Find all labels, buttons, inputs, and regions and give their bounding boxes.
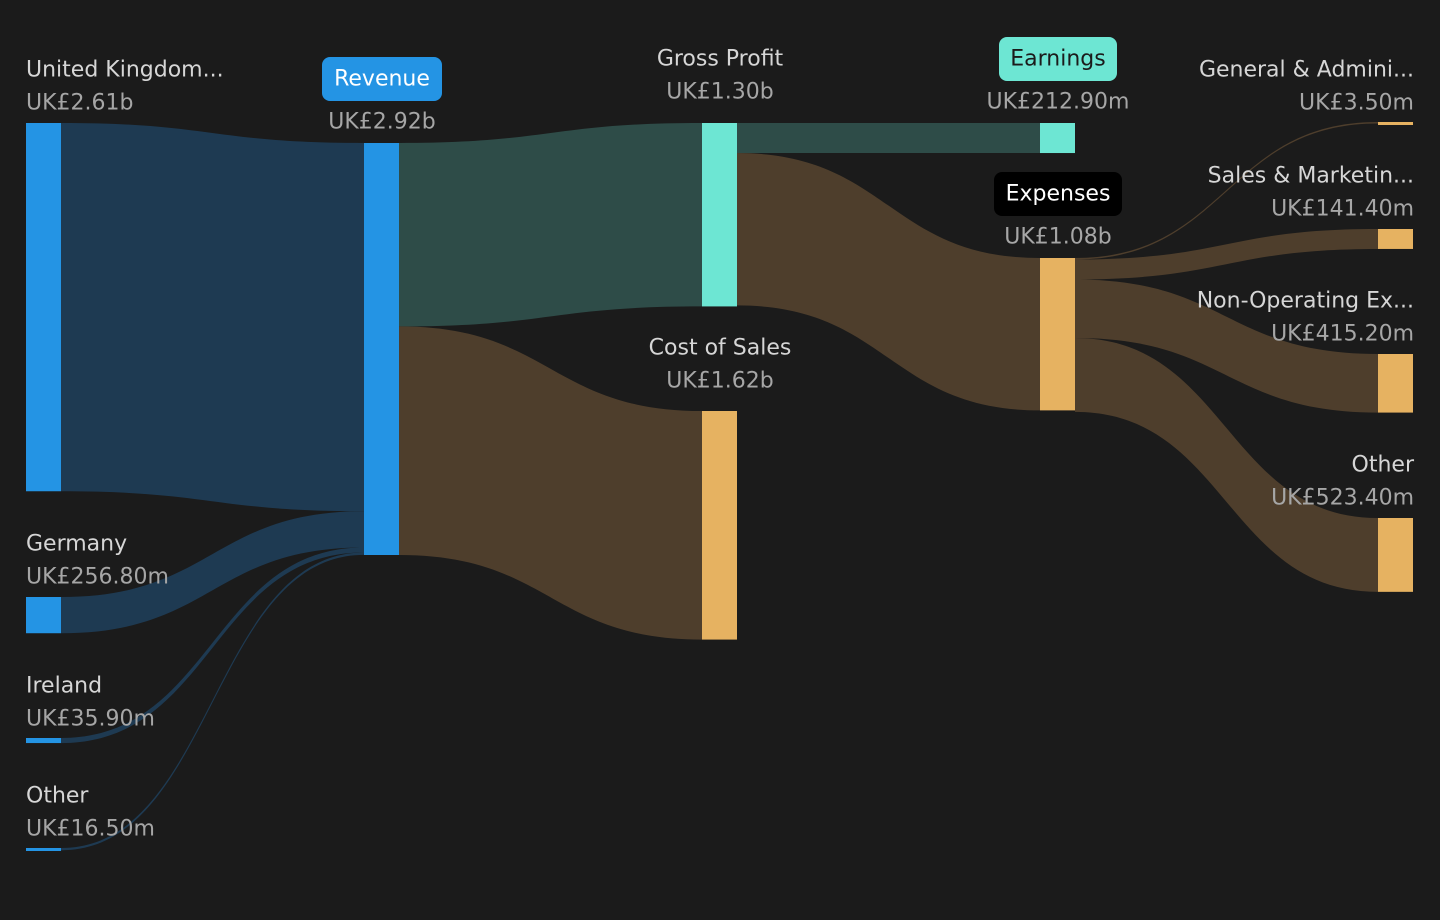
node-name-earnings: Earnings [1010,47,1105,72]
flow-link-expenses-to-sm [1075,229,1378,280]
node-value-revenue: UK£2.92b [328,110,435,135]
label-group-ga: General & Admini... UK£3.50m [1199,58,1414,116]
node-value-nonop: UK£415.20m [1271,322,1414,347]
node-value-earnings: UK£212.90m [987,90,1130,115]
flow-link-revenue-to-gross_profit [399,123,702,327]
node-value-cost_of_sales: UK£1.62b [666,369,773,394]
label-group-sm: Sales & Marketin... UK£141.40m [1208,164,1414,222]
node-name-revenue: Revenue [334,67,430,92]
label-pill-revenue [322,57,442,101]
label-pill-expenses [994,172,1122,216]
label-pill-earnings [999,37,1117,81]
flow-link-expenses-to-nonop [1075,279,1378,413]
node-name-uk: United Kingdom... [26,58,224,83]
node-bar-ga [1378,122,1413,125]
flow-link-expenses-to-ga [1075,122,1378,260]
flow-link-expenses-to-other_exp [1075,338,1378,592]
node-name-expenses: Expenses [1006,182,1111,207]
label-group-nonop: Non-Operating Ex... UK£415.20m [1197,289,1414,347]
node-bar-other_src [26,848,61,851]
node-bar-expenses [1040,258,1075,411]
flow-nodes [26,122,1413,851]
node-value-expenses: UK£1.08b [1004,225,1111,250]
node-name-ga: General & Admini... [1199,58,1414,83]
node-name-ireland: Ireland [26,674,102,699]
flow-link-germany-to-revenue [61,511,364,634]
flow-links [61,122,1378,851]
node-bar-other_exp [1378,518,1413,592]
node-bar-sm [1378,229,1413,249]
node-value-other_exp: UK£523.40m [1271,486,1414,511]
flow-link-ireland-to-revenue [61,547,364,744]
node-name-gross_profit: Gross Profit [657,47,784,72]
node-name-cost_of_sales: Cost of Sales [649,336,792,361]
label-group-uk: United Kingdom... UK£2.61b [26,58,224,116]
node-labels: United Kingdom... UK£2.61bGermanyUK£256.8… [26,37,1415,842]
node-value-uk: UK£2.61b [26,91,133,116]
node-bar-germany [26,597,61,634]
flow-link-other_src-to-revenue [61,552,364,851]
node-bar-gross_profit [702,123,737,307]
flow-link-gross_profit-to-expenses [737,153,1040,411]
node-value-other_src: UK£16.50m [26,817,155,842]
node-value-gross_profit: UK£1.30b [666,80,773,105]
node-bar-ireland [26,738,61,744]
node-bar-cost_of_sales [702,411,737,640]
node-value-sm: UK£141.40m [1271,197,1414,222]
flow-link-uk-to-revenue [61,123,364,512]
flow-link-gross_profit-to-earnings [737,123,1040,154]
node-value-ga: UK£3.50m [1299,91,1414,116]
node-name-germany: Germany [26,532,127,557]
node-name-other_exp: Other [1352,453,1415,478]
node-name-other_src: Other [26,784,89,809]
node-name-sm: Sales & Marketin... [1208,164,1414,189]
node-value-ireland: UK£35.90m [26,707,155,732]
node-name-nonop: Non-Operating Ex... [1197,289,1414,314]
node-bar-revenue [364,143,399,555]
node-bar-nonop [1378,354,1413,413]
node-bar-earnings [1040,123,1075,154]
node-bar-uk [26,123,61,492]
flow-link-revenue-to-cost_of_sales [399,326,702,640]
node-value-germany: UK£256.80m [26,565,169,590]
